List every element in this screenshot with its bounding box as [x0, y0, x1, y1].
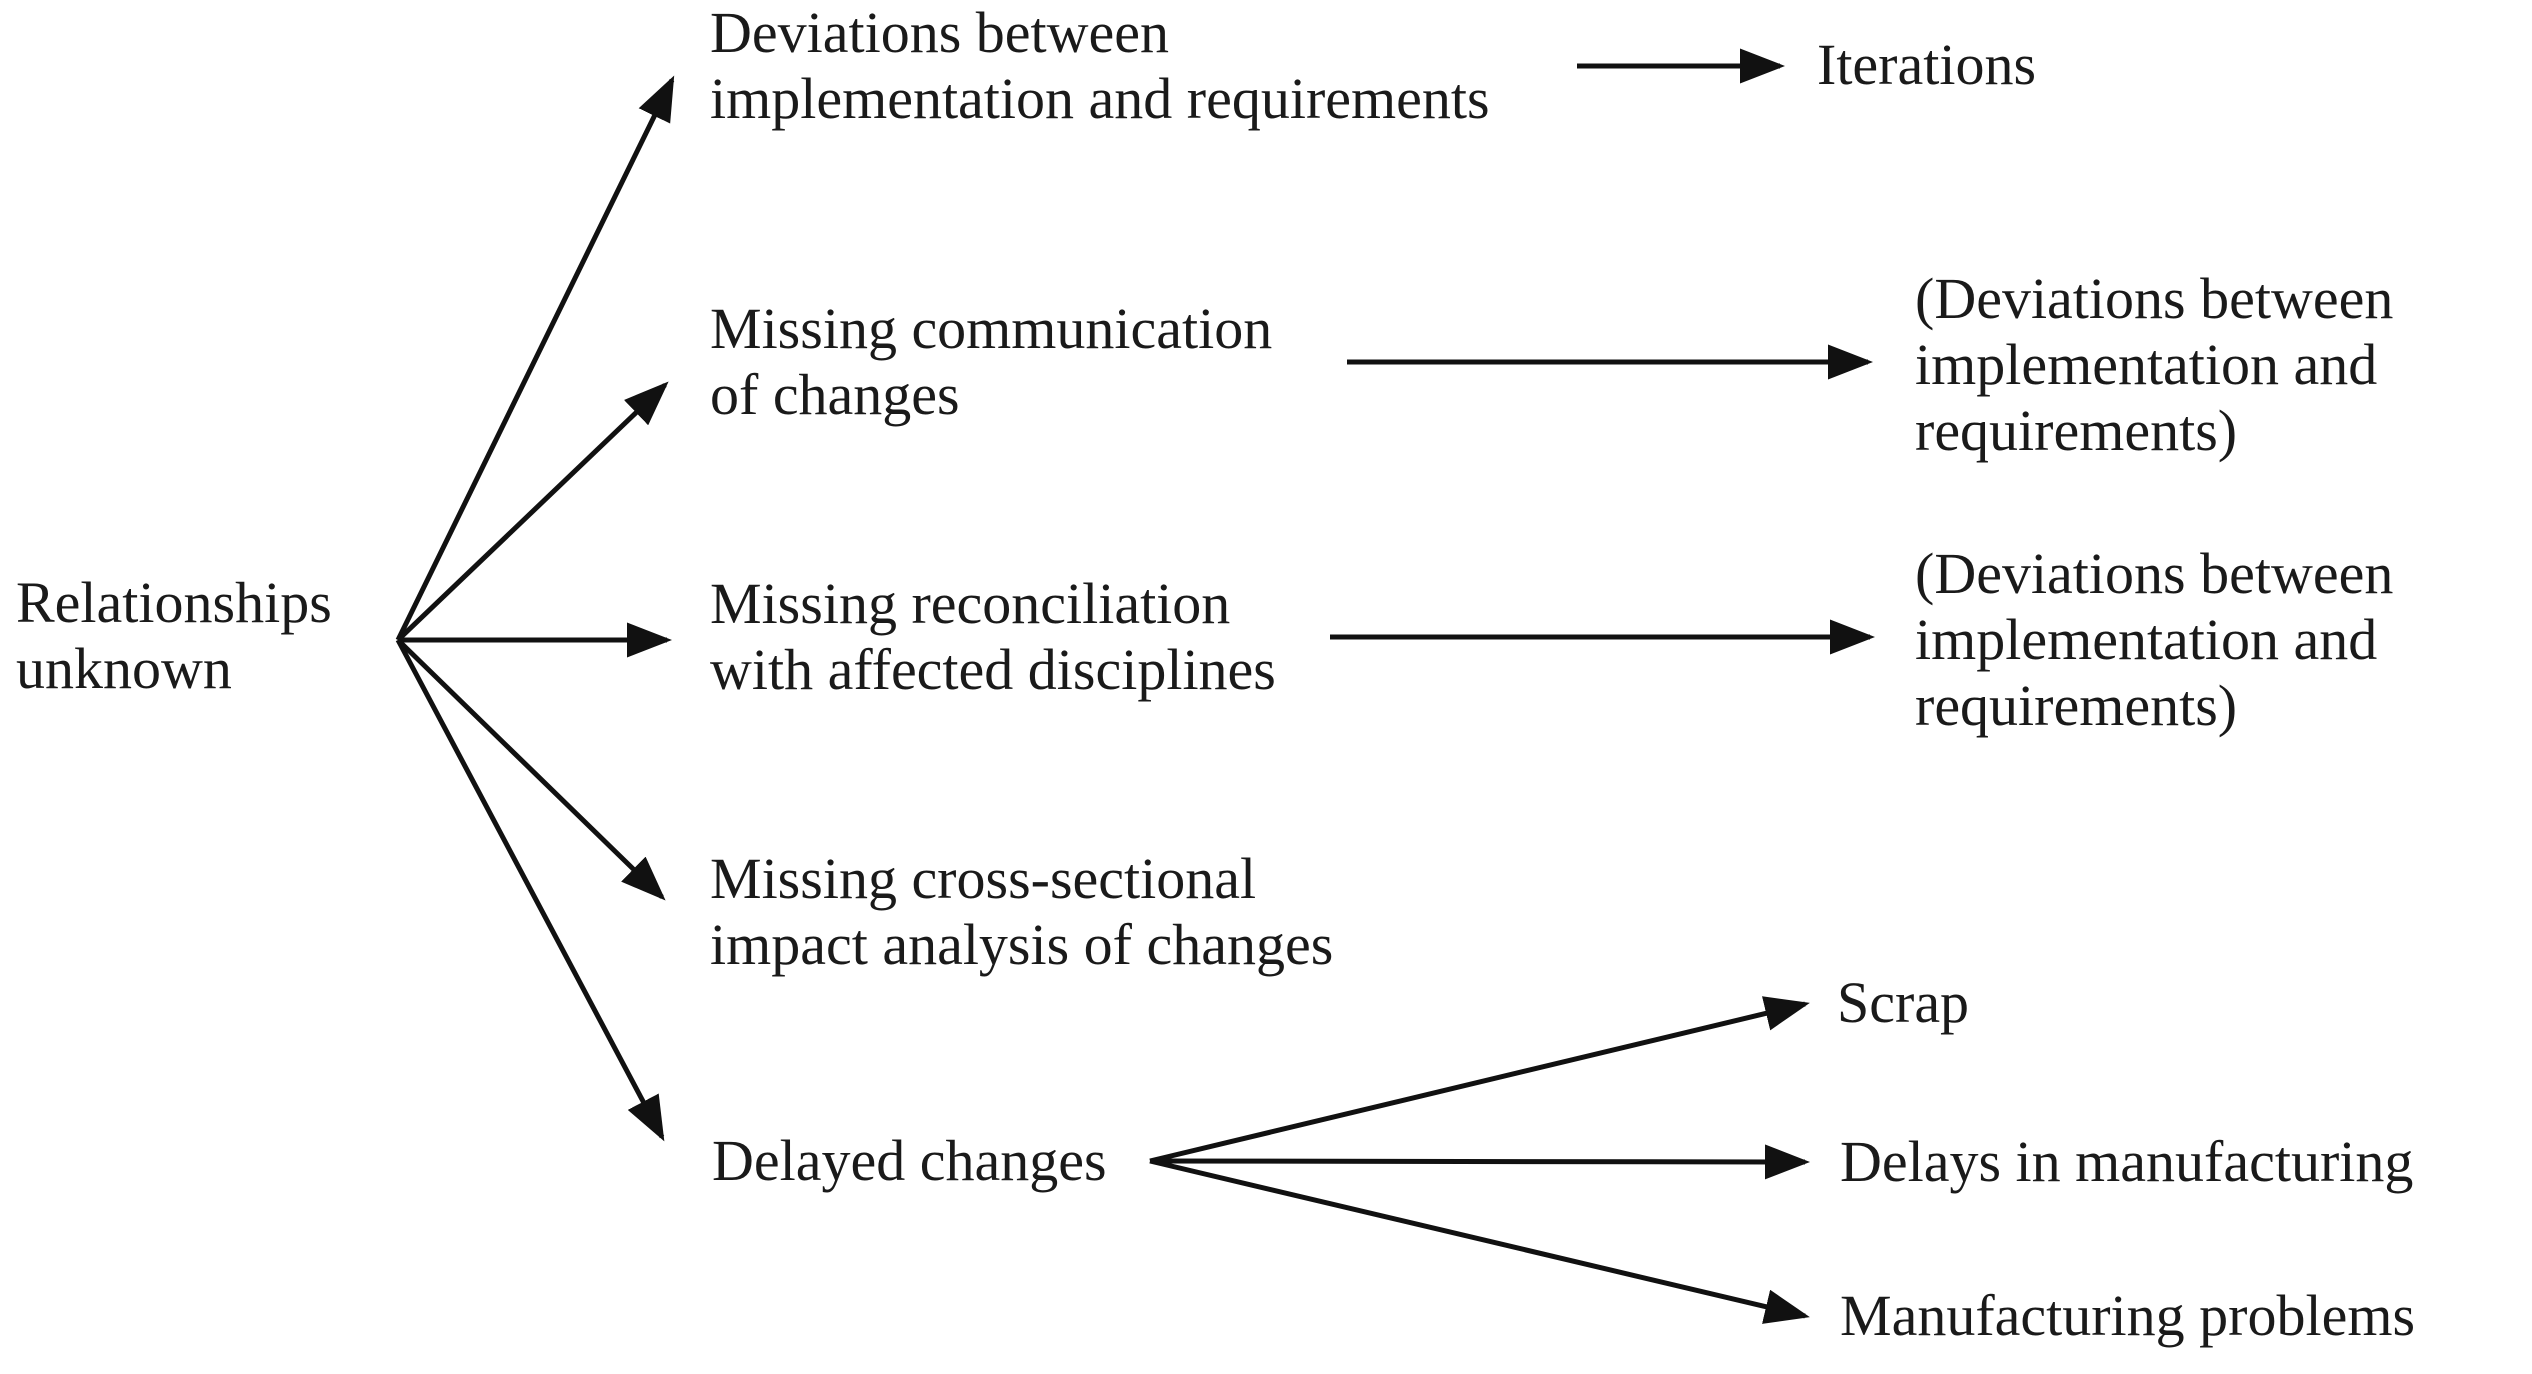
arrow-root-to-missing-cross-sectional — [396, 638, 666, 901]
node-deviations-parenthesized-2: (Deviations between implementation and r… — [1915, 541, 2394, 738]
node-manufacturing-problems: Manufacturing problems — [1840, 1283, 2416, 1348]
arrow-delayed-changes-to-scrap — [1149, 996, 1810, 1164]
arrow-delayed-changes-to-delays-in-manufacturing — [1149, 1144, 1810, 1180]
node-delayed-changes: Delayed changes — [712, 1128, 1107, 1193]
node-scrap: Scrap — [1837, 970, 1970, 1035]
node-relationships-unknown: Relationships unknown — [16, 570, 332, 701]
arrow-root-to-missing-communication — [396, 381, 669, 642]
node-delays-in-manufacturing: Delays in manufacturing — [1840, 1129, 2414, 1194]
arrow-delayed-changes-to-manufacturing-problems — [1149, 1158, 1810, 1324]
node-missing-communication-of-changes: Missing communication of changes — [710, 296, 1273, 427]
arrow-root-to-delayed-changes — [395, 638, 665, 1142]
node-missing-reconciliation-with-affected-disciplines: Missing reconciliation with affected dis… — [710, 571, 1276, 702]
node-deviations-between-implementation-and-requirements: Deviations between implementation and re… — [710, 0, 1490, 131]
node-iterations: Iterations — [1817, 32, 2037, 97]
node-deviations-parenthesized-1: (Deviations between implementation and r… — [1915, 266, 2394, 463]
node-missing-cross-sectional-impact-analysis: Missing cross-sectional impact analysis … — [710, 846, 1334, 977]
arrow-root-to-deviations — [395, 75, 675, 642]
